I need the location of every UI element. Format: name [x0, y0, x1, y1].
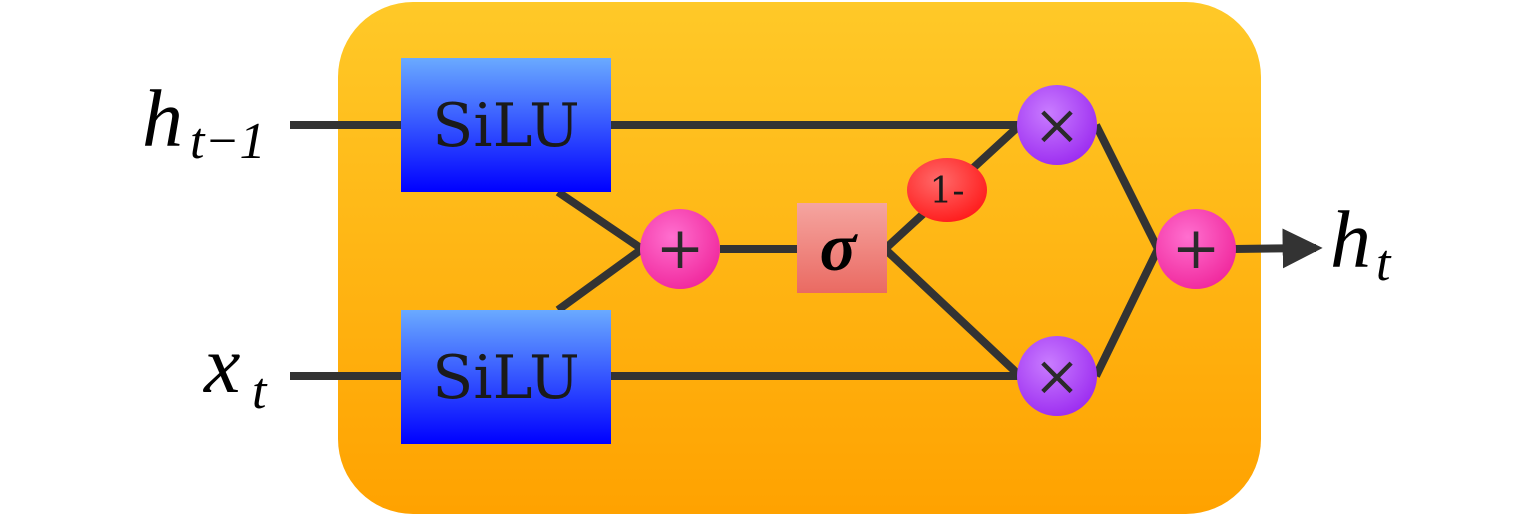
output-label-h-base: h [1330, 194, 1371, 285]
add-op-right-label: + [1172, 214, 1221, 282]
silu-block-bottom: SiLU [401, 310, 611, 444]
input-label-x: x t [203, 319, 268, 420]
sigma-block: σ [797, 203, 887, 293]
wire-mult-top-to-add [1092, 123, 1162, 251]
wire-silu-bottom-to-add [555, 245, 645, 314]
multiply-op-top: × [1017, 85, 1097, 165]
output-label-h-subscript: t [1376, 235, 1392, 292]
wire-add-to-output-arrow [1233, 228, 1323, 269]
wire-mult-bottom-to-add [1092, 247, 1162, 378]
output-label-h: h t [1330, 194, 1392, 292]
wire-sigma-to-mult-bottom [882, 246, 1023, 379]
multiply-op-bottom-label: × [1034, 344, 1081, 409]
input-label-x-subscript: t [252, 363, 268, 420]
add-op-right: + [1156, 209, 1236, 289]
silu-block-top: SiLU [401, 58, 611, 192]
input-label-h-prev-subscript: t−1 [190, 113, 266, 170]
multiply-op-top-label: × [1034, 93, 1081, 158]
input-label-h-prev-base: h [142, 73, 183, 164]
silu-block-top-label: SiLU [432, 91, 579, 161]
wire-silu-top-to-add [555, 188, 645, 253]
add-op-left-label: + [656, 214, 705, 282]
input-label-h-prev: h t−1 [142, 73, 266, 170]
silu-block-bottom-label: SiLU [432, 343, 579, 413]
connections [290, 121, 1323, 380]
input-label-x-base: x [203, 319, 240, 410]
sigma-label: σ [820, 209, 859, 285]
multiply-op-bottom: × [1017, 336, 1097, 416]
one-minus-node: 1- [907, 158, 987, 222]
add-op-left: + [640, 209, 720, 289]
one-minus-label: 1- [929, 171, 964, 212]
